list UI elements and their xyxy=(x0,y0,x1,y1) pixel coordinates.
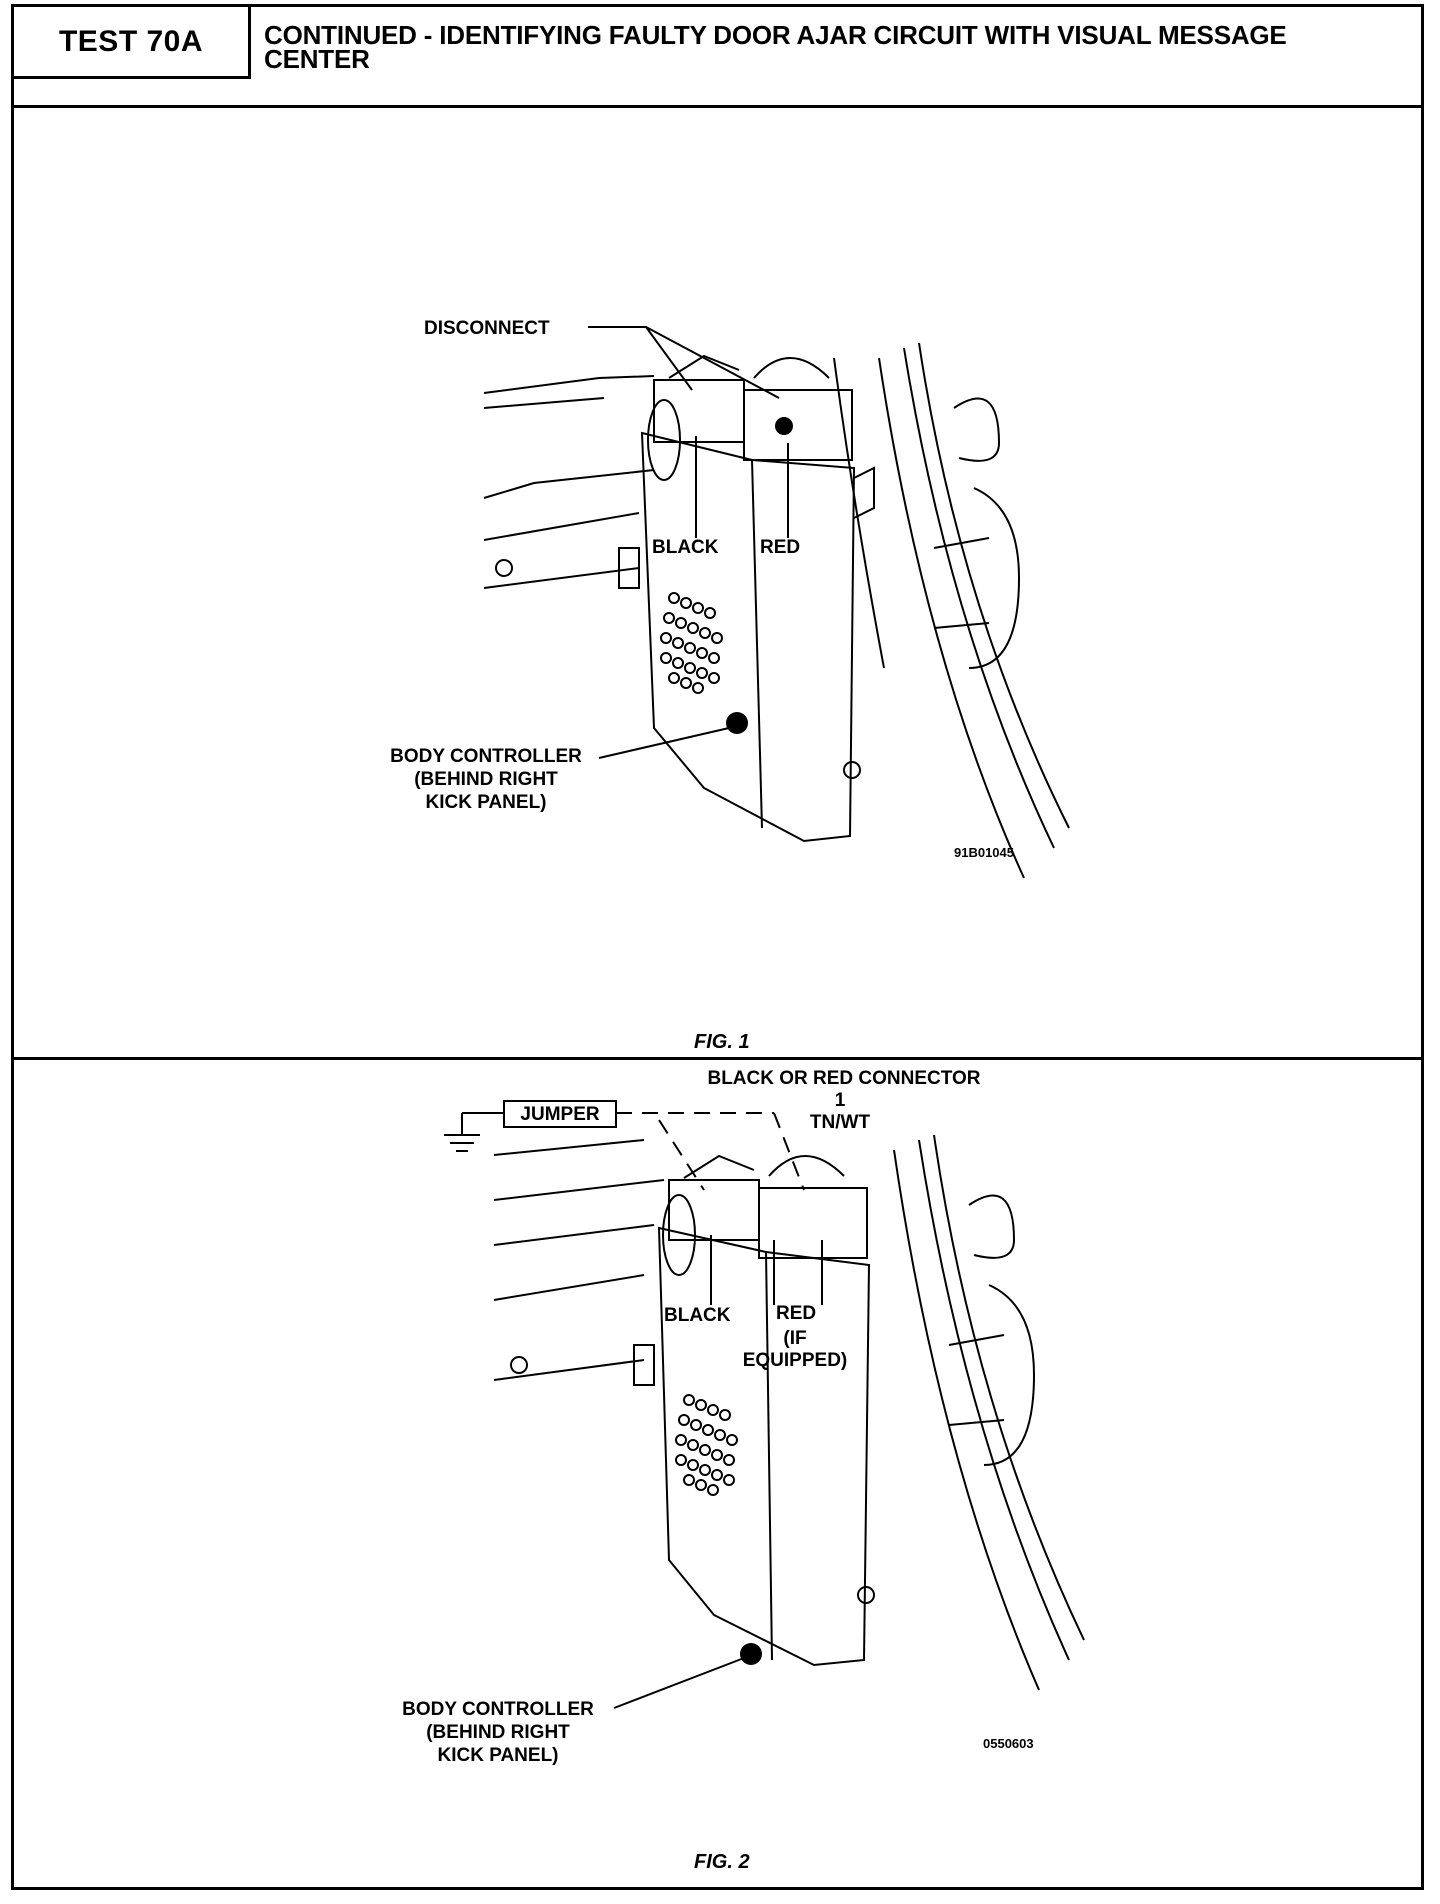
page-title: CONTINUED - IDENTIFYING FAULTY DOOR AJAR… xyxy=(264,20,1404,74)
vent-holes xyxy=(660,592,723,694)
controller-edge xyxy=(751,459,763,829)
harness-top-line xyxy=(493,1139,645,1156)
vent-holes xyxy=(675,1394,738,1496)
if-equipped-label-2: EQUIPPED) xyxy=(743,1350,848,1371)
controller-leader xyxy=(613,1657,745,1709)
controller-label-3: KICK PANEL) xyxy=(437,1745,558,1766)
wire-line xyxy=(833,357,885,669)
harness-line-3 xyxy=(493,1224,655,1246)
harness-line-5 xyxy=(493,1359,645,1381)
mount-bolt xyxy=(843,761,861,779)
ground-symbol xyxy=(444,1134,480,1152)
controller-body xyxy=(657,1226,871,1667)
pillar-line-3 xyxy=(918,342,1070,829)
figure-2-panel: JUMPER BLACK OR RED CONNECTOR 1 TN/WT BL… xyxy=(14,1060,1421,1887)
tube-end xyxy=(647,399,681,481)
harness-line-2 xyxy=(483,397,605,409)
red-label: RED xyxy=(776,1303,816,1324)
red-connector-housing xyxy=(758,1187,868,1259)
pillar-line-2 xyxy=(918,1139,1070,1661)
screw-hole xyxy=(495,559,513,577)
controller-label-1: BODY CONTROLLER xyxy=(402,1699,594,1720)
controller-label-2: (BEHIND RIGHT xyxy=(426,1722,570,1743)
harness-line-4 xyxy=(483,512,640,541)
jumper-dash-black xyxy=(658,1119,705,1191)
harness-line-4 xyxy=(493,1274,645,1301)
mount-tab xyxy=(853,466,875,519)
bracket-lines xyxy=(933,537,990,629)
black-label: BLACK xyxy=(664,1305,731,1326)
left-clip xyxy=(633,1344,655,1386)
disconnect-leader-2 xyxy=(645,326,780,399)
black-connector-top xyxy=(668,354,740,379)
hose-coil xyxy=(953,397,1001,462)
harness-line-5 xyxy=(483,567,640,589)
controller-leader xyxy=(598,727,730,759)
controller-edge xyxy=(765,1251,773,1661)
black-label: BLACK xyxy=(652,537,719,558)
header: TEST 70A CONTINUED - IDENTIFYING FAULTY … xyxy=(14,7,1421,108)
title-line-1: CONTINUED - IDENTIFYING FAULTY DOOR AJAR… xyxy=(264,20,1287,50)
connector-label-2: 1 xyxy=(835,1090,846,1111)
pillar-line-3 xyxy=(933,1134,1085,1641)
red-connector-housing xyxy=(743,389,853,461)
controller-body xyxy=(640,431,856,843)
left-clip xyxy=(618,547,640,589)
red-connector-marker xyxy=(775,417,793,435)
controller-label-3: KICK PANEL) xyxy=(425,792,546,813)
bracket-curve xyxy=(983,1284,1036,1466)
mount-bolt xyxy=(857,1586,875,1604)
figure-caption: FIG. 1 xyxy=(694,1031,750,1053)
red-connector-top xyxy=(768,1155,845,1177)
figure-2-illustration: JUMPER BLACK OR RED CONNECTOR 1 TN/WT BL… xyxy=(402,1068,1085,1873)
figure-1-illustration: DISCONNECT BLACK RED BODY CONTROLLER (BE… xyxy=(390,318,1070,1053)
controller-label-1: BODY CONTROLLER xyxy=(390,746,582,767)
figure-ref-code: 0550603 xyxy=(983,1736,1034,1751)
test-number: TEST 70A xyxy=(14,7,251,79)
bracket-curve xyxy=(968,487,1021,669)
title-line-2: CENTER xyxy=(264,44,370,74)
jumper-label: JUMPER xyxy=(520,1104,599,1125)
figure-ref-code: 91B01045 xyxy=(954,845,1014,860)
controller-marker xyxy=(740,1643,762,1665)
controller-label-2: (BEHIND RIGHT xyxy=(414,769,558,790)
screw-hole xyxy=(510,1356,528,1374)
tube-end xyxy=(662,1194,696,1276)
harness-top-line xyxy=(483,375,655,394)
connector-label-3: TN/WT xyxy=(810,1112,871,1133)
page-frame: TEST 70A CONTINUED - IDENTIFYING FAULTY … xyxy=(11,4,1424,1890)
pillar-line-1 xyxy=(878,357,1025,879)
hose-coil xyxy=(968,1194,1016,1259)
black-connector-housing xyxy=(653,379,745,443)
pillar-line-1 xyxy=(893,1149,1040,1691)
jumper-dash-red xyxy=(773,1112,805,1191)
bracket-lines xyxy=(948,1334,1005,1426)
figure-1-panel: DISCONNECT BLACK RED BODY CONTROLLER (BE… xyxy=(14,108,1421,1057)
black-connector-top xyxy=(683,1154,755,1179)
red-label: RED xyxy=(760,537,800,558)
connector-label-1: BLACK OR RED CONNECTOR xyxy=(707,1068,980,1089)
harness-line-3 xyxy=(483,469,655,499)
harness-line-2 xyxy=(493,1179,665,1201)
panel-divider xyxy=(14,1057,1421,1060)
figure-caption: FIG. 2 xyxy=(694,1851,750,1873)
pillar-line-2 xyxy=(903,347,1055,849)
disconnect-label: DISCONNECT xyxy=(424,318,550,339)
if-equipped-label-1: (IF xyxy=(783,1328,806,1349)
controller-marker xyxy=(726,712,748,734)
red-connector-top xyxy=(753,357,830,379)
black-connector-housing xyxy=(668,1179,760,1241)
